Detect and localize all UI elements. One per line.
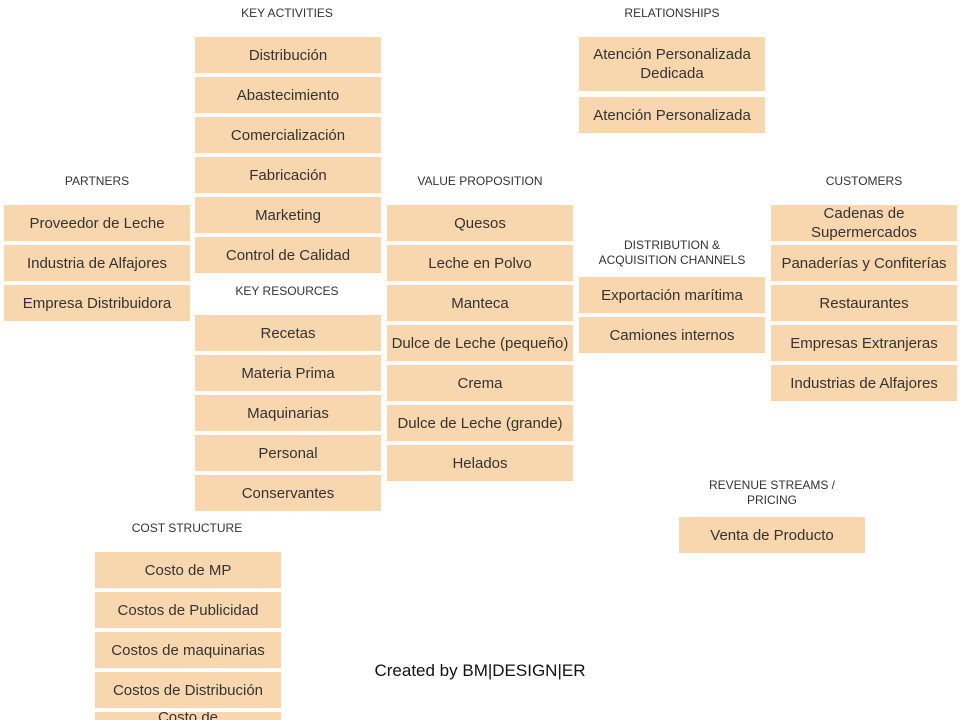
revenue-item: Venta de Producto	[679, 517, 865, 553]
revenue-header: REVENUE STREAMS / PRICING	[708, 478, 836, 507]
value-item: Leche en Polvo	[387, 245, 573, 281]
channel-item: Exportación marítima	[579, 277, 765, 313]
customer-item: Restaurantes	[771, 285, 957, 321]
key-resource-item: Personal	[195, 435, 381, 471]
key-activities-header: KEY ACTIVITIES	[241, 6, 333, 20]
cost-structure-header: COST STRUCTURE	[131, 521, 243, 535]
key-activity-item: Control de Calidad	[195, 237, 381, 273]
relationship-item: Atención Personalizada	[579, 97, 765, 133]
cost-item: Costos de Publicidad	[95, 592, 281, 628]
partners-header: PARTNERS	[64, 174, 130, 188]
value-item: Dulce de Leche (pequeño)	[387, 325, 573, 361]
key-resource-item: Materia Prima	[195, 355, 381, 391]
customer-item: Empresas Extranjeras	[771, 325, 957, 361]
value-item: Quesos	[387, 205, 573, 241]
footer-credit: Created by BM|DESIGN|ER	[374, 661, 586, 680]
key-activity-item: Abastecimiento	[195, 77, 381, 113]
partner-item: Proveedor de Leche	[4, 205, 190, 241]
value-item: Dulce de Leche (grande)	[387, 405, 573, 441]
key-resource-item: Maquinarias	[195, 395, 381, 431]
value-item: Helados	[387, 445, 573, 481]
cost-item: Costo de MP	[95, 552, 281, 588]
key-activity-item: Marketing	[195, 197, 381, 233]
relationships-header: RELATIONSHIPS	[624, 6, 720, 20]
cost-item: Costos de maquinarias	[95, 632, 281, 668]
key-resource-item: Conservantes	[195, 475, 381, 511]
channels-header: DISTRIBUTION & ACQUISITION CHANNELS	[598, 238, 746, 267]
value-item: Manteca	[387, 285, 573, 321]
value-proposition-header: VALUE PROPOSITION	[417, 174, 543, 188]
partner-item: Empresa Distribuidora	[4, 285, 190, 321]
customer-item: Industrias de Alfajores	[771, 365, 957, 401]
partner-item: Industria de Alfajores	[4, 245, 190, 281]
value-item: Crema	[387, 365, 573, 401]
key-resource-item: Recetas	[195, 315, 381, 351]
customer-item: Panaderías y Confiterías	[771, 245, 957, 281]
relationship-item: Atención Personalizada Dedicada	[579, 37, 765, 91]
key-activity-item: Comercialización	[195, 117, 381, 153]
customer-item: Cadenas de Supermercados	[771, 205, 957, 241]
cost-item: Costo de	[95, 712, 281, 720]
key-activity-item: Fabricación	[195, 157, 381, 193]
channel-item: Camiones internos	[579, 317, 765, 353]
key-resources-header: KEY RESOURCES	[235, 284, 339, 298]
key-activity-item: Distribución	[195, 37, 381, 73]
cost-item: Costos de Distribución	[95, 672, 281, 708]
customers-header: CUSTOMERS	[825, 174, 903, 188]
